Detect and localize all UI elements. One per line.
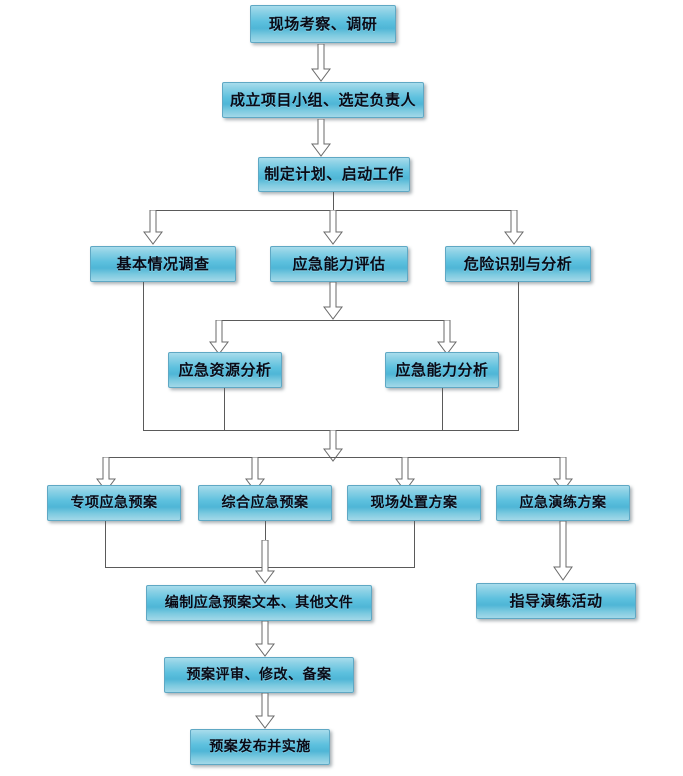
arrow-down-n5-n7 [209,320,229,355]
process-node-form-project-team[interactable]: 成立项目小组、选定负责人 [222,82,424,118]
process-node-plan-release-implement[interactable]: 预案发布并实施 [190,729,330,765]
arrow-down-n2-n3 [311,119,331,157]
arrow-down-n13-n15 [255,621,275,657]
arrow-down-n3-n5 [323,210,343,245]
connector-n3-bus-stem [333,192,334,210]
connector-n6-down [518,282,519,430]
arrow-down-n12-n14 [553,521,573,581]
arrow-down-n3-n4 [143,210,163,245]
process-node-make-plan-start-work[interactable]: 制定计划、启动工作 [258,157,410,192]
connector-n4-down [143,282,144,430]
arrow-down-merge-stem [323,430,343,462]
connector-n11-down [414,521,415,567]
process-node-special-emergency-plan[interactable]: 专项应急预案 [47,485,181,521]
connector-n9-down [105,521,106,567]
connector-level5-bus [218,320,446,321]
process-node-emergency-resource-analysis[interactable]: 应急资源分析 [168,352,282,388]
process-node-basic-situation-survey[interactable]: 基本情况调查 [90,246,236,282]
process-node-site-survey[interactable]: 现场考察、调研 [250,5,396,43]
process-node-hazard-identification-analysis[interactable]: 危险识别与分析 [445,246,591,282]
connector-level7-merge-bus [105,567,415,568]
arrow-down-n5-stem [323,282,343,320]
process-node-on-site-disposal-plan[interactable]: 现场处置方案 [347,485,481,521]
arrow-down-n3-n6 [504,210,524,245]
process-node-comprehensive-emergency-plan[interactable]: 综合应急预案 [198,485,332,521]
arrow-down-to-n13 [255,540,275,584]
process-node-compile-plan-text-documents[interactable]: 编制应急预案文本、其他文件 [146,585,372,621]
process-node-emergency-drill-plan[interactable]: 应急演练方案 [496,485,630,521]
arrow-down-n5-n8 [437,320,457,355]
connector-n7-down [224,388,225,430]
process-node-plan-review-revise-file[interactable]: 预案评审、修改、备案 [164,657,354,693]
process-node-guide-drill-activities[interactable]: 指导演练活动 [476,583,636,619]
arrow-down-n1-n2 [311,44,331,82]
process-node-emergency-capability-assessment[interactable]: 应急能力评估 [270,246,408,282]
process-node-emergency-capability-analysis[interactable]: 应急能力分析 [385,352,499,388]
arrow-down-n15-n16 [255,693,275,729]
connector-n8-down [442,388,443,430]
connector-level6-bus [105,457,563,458]
